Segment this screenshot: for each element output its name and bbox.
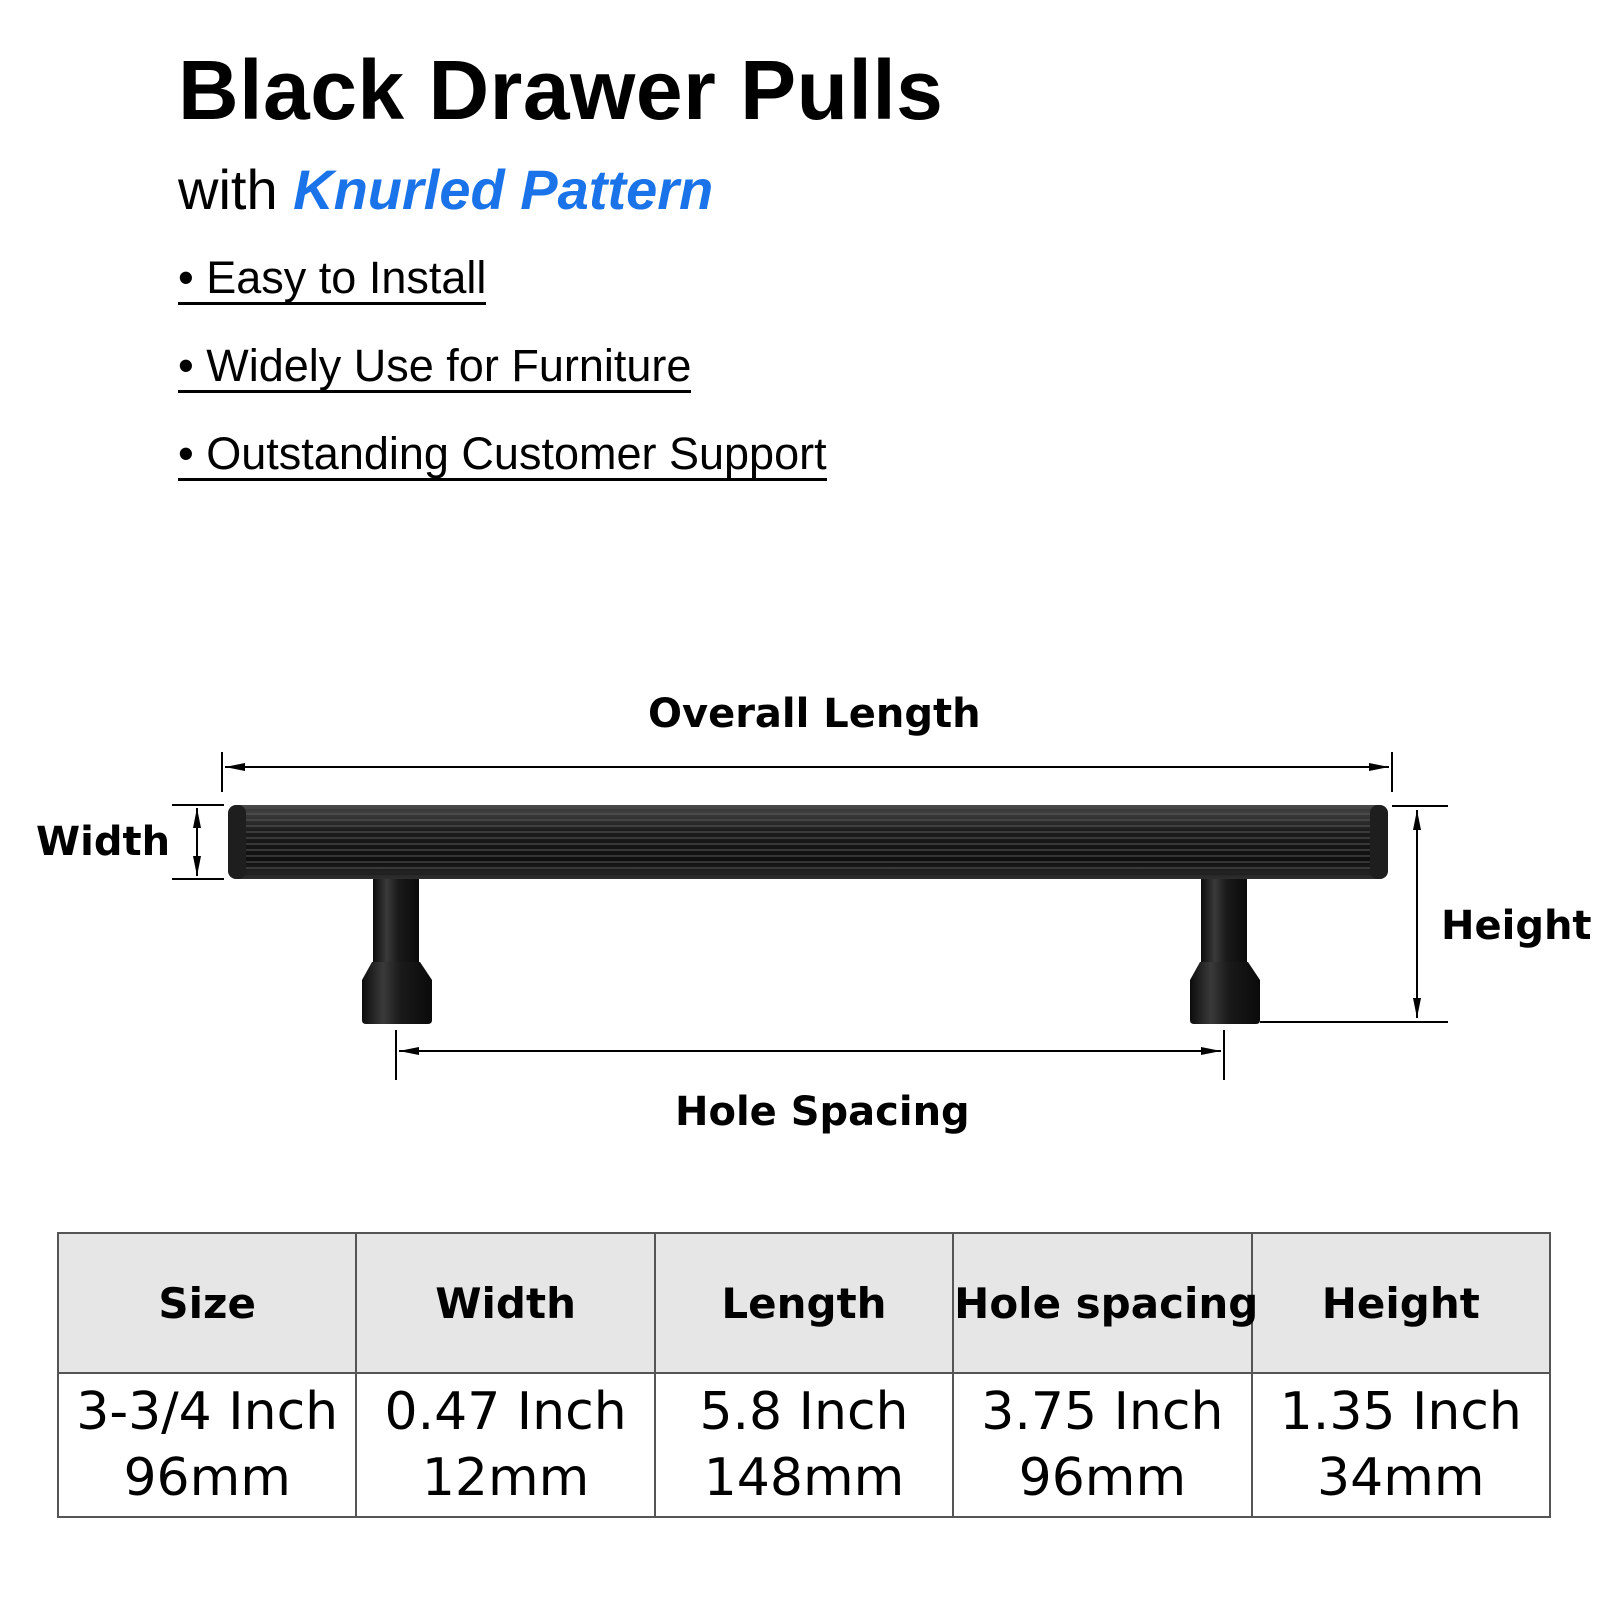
spec-header-row: Size Width Length Hole spacing Height [56,1232,1552,1374]
feature-item: • Outstanding Customer Support [178,431,827,519]
header-size: Size [56,1232,358,1374]
header-hole-spacing: Hole spacing [952,1232,1258,1374]
left-post [362,870,432,1024]
hole-spacing-label: Hole Spacing [675,1089,970,1135]
dimension-diagram [172,752,1448,1080]
height-label: Height [1441,903,1592,949]
cell-inch: 5.8 Inch [699,1382,909,1442]
cell-mm: 12mm [421,1448,590,1508]
cell-inch: 3-3/4 Inch [76,1382,339,1442]
overall-length-dimension [221,752,1393,792]
width-label: Width [36,819,171,865]
header-length: Length [653,1232,955,1374]
cell-size: 3-3/4 Inch 96mm [56,1372,358,1518]
height-dimension [1260,805,1448,1023]
feature-text: • Easy to Install [178,252,487,305]
feature-item: • Easy to Install [178,255,827,343]
feature-list: • Easy to Install • Widely Use for Furni… [178,255,827,519]
cell-inch: 0.47 Inch [384,1382,627,1442]
cell-hole-spacing: 3.75 Inch 96mm [952,1372,1253,1518]
right-post [1190,870,1260,1024]
overall-length-label: Overall Length [648,691,981,737]
page-title: Black Drawer Pulls [178,43,944,137]
header-height: Height [1250,1232,1552,1374]
feature-text: • Widely Use for Furniture [178,340,692,393]
width-dimension [172,804,224,880]
hole-spacing-dimension [395,1030,1225,1080]
cell-height: 1.35 Inch 34mm [1250,1372,1552,1518]
cell-mm: 96mm [1018,1448,1187,1508]
spec-table: Size Width Length Hole spacing Height 3-… [56,1232,1552,1518]
feature-item: • Widely Use for Furniture [178,343,827,431]
cell-length: 5.8 Inch 148mm [653,1372,955,1518]
cell-inch: 3.75 Inch [981,1382,1224,1442]
subtitle: with Knurled Pattern [178,162,713,218]
header-width: Width [355,1232,656,1374]
feature-text: • Outstanding Customer Support [178,428,827,481]
knurled-bar [228,805,1388,879]
cell-mm: 96mm [123,1448,291,1508]
cell-mm: 34mm [1317,1448,1485,1508]
subtitle-prefix: with [178,158,278,221]
drawer-pull-illustration [228,805,1388,1024]
table-row: 3-3/4 Inch 96mm 0.47 Inch 12mm 5.8 Inch … [56,1372,1552,1518]
cell-inch: 1.35 Inch [1279,1382,1522,1442]
subtitle-accent: Knurled Pattern [293,158,714,221]
cell-width: 0.47 Inch 12mm [355,1372,656,1518]
cell-mm: 148mm [703,1448,905,1508]
